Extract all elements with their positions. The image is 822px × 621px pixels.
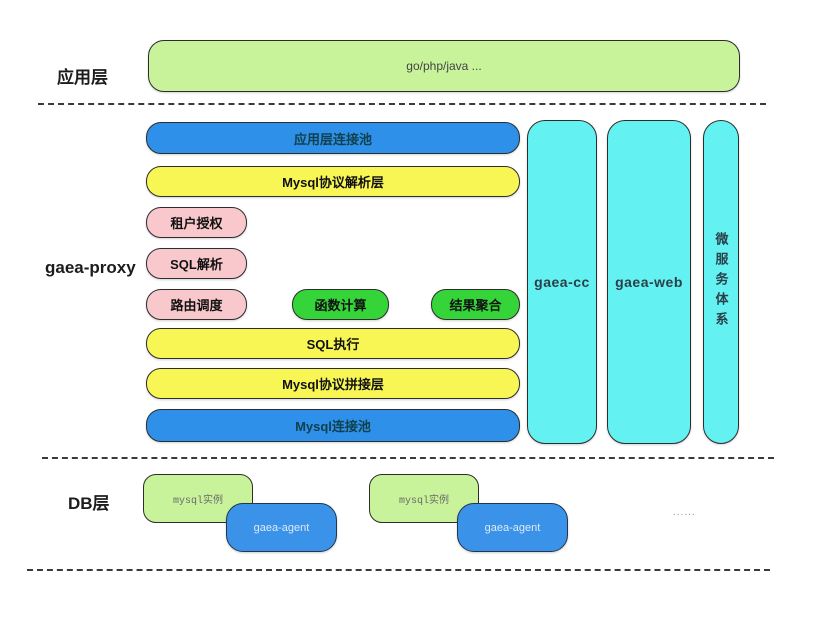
func-compute-label: 函数计算 — [314, 298, 367, 313]
sql-exec-label: SQL执行 — [306, 337, 360, 352]
mysql-protocol-join-label: Mysql协议拼接层 — [282, 377, 384, 392]
gaea-agent-label: gaea-agent — [253, 521, 310, 534]
mysql-conn-pool-label: Mysql连接池 — [295, 419, 371, 434]
gaea-agent-box: gaea-agent — [226, 503, 337, 552]
divider-app-proxy — [38, 103, 766, 105]
gaea-agent-box: gaea-agent — [457, 503, 568, 552]
divider-bottom — [27, 569, 770, 571]
divider-proxy-db — [42, 457, 774, 459]
tenant-auth-label: 租户授权 — [170, 216, 223, 231]
sql-parse-label: SQL解析 — [170, 257, 223, 272]
app-conn-pool-box: 应用层连接池 — [146, 122, 520, 154]
app-layer-box: go/php/java ... — [148, 40, 740, 92]
proxy-layer-label: gaea-proxy — [45, 258, 136, 277]
mysql-protocol-join-box: Mysql协议拼接层 — [146, 368, 520, 399]
mysql-protocol-parse-label: Mysql协议解析层 — [282, 175, 384, 190]
result-aggregate-box: 结果聚合 — [431, 289, 520, 320]
sql-exec-box: SQL执行 — [146, 328, 520, 359]
gaea-agent-label: gaea-agent — [484, 521, 541, 534]
mysql-instance-label: mysql实例 — [398, 495, 449, 507]
more-instances-ellipsis: ...... — [673, 507, 696, 518]
mysql-instance-box: mysql实例 — [369, 474, 479, 523]
app-layer-box-label: go/php/java ... — [406, 59, 482, 73]
mysql-instance-box: mysql实例 — [143, 474, 253, 523]
microservice-column: 微服务体系 — [703, 120, 739, 444]
gaea-web-column: gaea-web — [607, 120, 691, 444]
app-conn-pool-label: 应用层连接池 — [293, 131, 372, 147]
gaea-cc-label: gaea-cc — [534, 274, 590, 290]
app-layer-label: 应用层 — [57, 68, 108, 87]
func-compute-box: 函数计算 — [292, 289, 389, 320]
result-aggregate-label: 结果聚合 — [449, 298, 502, 313]
route-dispatch-label: 路由调度 — [170, 298, 223, 313]
db-layer-label: DB层 — [68, 494, 110, 513]
mysql-conn-pool-box: Mysql连接池 — [146, 409, 520, 442]
tenant-auth-box: 租户授权 — [146, 207, 247, 238]
mysql-protocol-parse-box: Mysql协议解析层 — [146, 166, 520, 197]
microservice-label: 微服务体系 — [713, 232, 729, 332]
sql-parse-box: SQL解析 — [146, 248, 247, 279]
gaea-web-label: gaea-web — [615, 274, 683, 290]
mysql-instance-label: mysql实例 — [172, 495, 223, 507]
route-dispatch-box: 路由调度 — [146, 289, 247, 320]
gaea-cc-column: gaea-cc — [527, 120, 597, 444]
